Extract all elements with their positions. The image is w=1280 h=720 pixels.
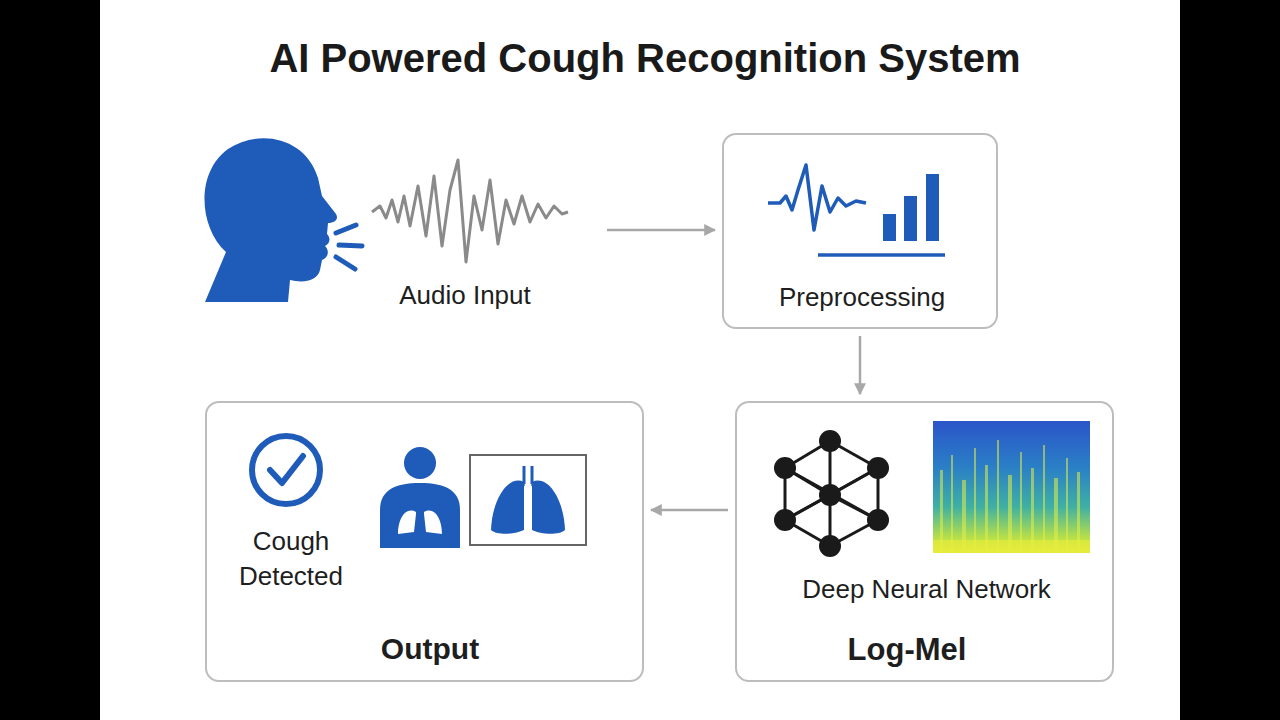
flow-arrow — [607, 229, 715, 232]
lungs-icon — [514, 484, 524, 496]
spectrogram-image — [1043, 445, 1045, 553]
lungs-icon — [532, 484, 542, 496]
head-icon — [205, 138, 338, 302]
lungs-icon — [470, 455, 586, 545]
neural-network-icon — [829, 495, 832, 546]
spectrogram-image — [933, 421, 1090, 553]
lungs-icon — [531, 466, 534, 484]
audio-waveform — [372, 160, 568, 262]
person-icon — [380, 447, 460, 548]
neural-network-icon — [785, 468, 830, 495]
spectrogram-image — [940, 470, 943, 553]
spectrogram-image — [1008, 475, 1012, 553]
neural-network-icon — [785, 468, 878, 520]
spectrogram-image — [951, 455, 953, 553]
neural-network-icon — [785, 441, 830, 468]
audio-waveform — [372, 160, 568, 262]
neural-network-icon — [774, 509, 796, 531]
neural-network-icon — [785, 495, 830, 520]
neural-network-icon — [819, 484, 841, 506]
lungs-icon — [523, 466, 526, 484]
spectrogram-image — [962, 480, 966, 553]
signal-icon — [926, 174, 939, 241]
check-icon — [252, 436, 320, 504]
result-label: Cough Detected — [221, 524, 361, 594]
signal-icon — [904, 196, 917, 241]
spectrogram-image — [933, 540, 1090, 553]
neural-network-icon — [785, 520, 830, 546]
input-label: Audio Input — [365, 281, 565, 311]
spectrogram-image — [1054, 478, 1058, 553]
neural-network-icon — [830, 495, 878, 520]
lungs-icon — [532, 481, 565, 534]
diagram-title: AI Powered Cough Recognition System — [100, 36, 1190, 81]
signal-icon — [768, 165, 866, 230]
neural-network-icon — [867, 509, 889, 531]
neural-network-icon — [774, 430, 889, 557]
neural-network-icon — [774, 430, 889, 557]
sound-lines — [339, 245, 362, 246]
neural-network-icon — [774, 457, 796, 479]
check-icon — [252, 436, 320, 504]
lungs-icon — [514, 466, 542, 496]
neural-network-icon — [830, 468, 878, 495]
neural-network-icon — [867, 457, 889, 479]
sound-lines — [336, 257, 355, 269]
sound-lines — [336, 225, 362, 269]
spectrogram-image — [1066, 458, 1068, 553]
sound-lines — [336, 225, 356, 233]
neural-network-icon — [829, 441, 832, 495]
neural-network-icon — [819, 535, 841, 557]
spectrogram-image — [1020, 452, 1022, 553]
signal-icon — [883, 214, 896, 241]
check-icon — [270, 456, 303, 483]
person-icon — [424, 500, 442, 534]
model-box: Deep Neural NetworkLog-Mel — [735, 401, 1114, 682]
process-box: Preprocessing — [722, 133, 998, 329]
spectrogram-image — [985, 465, 988, 553]
person-icon — [380, 483, 460, 548]
neural-network-icon — [785, 468, 878, 520]
output-box: Cough DetectedOutput — [205, 401, 644, 682]
neural-network-icon — [830, 441, 878, 468]
neural-network-icon — [830, 520, 878, 546]
spectrogram-image — [974, 448, 976, 553]
flow-arrow — [651, 509, 728, 512]
neural-network-icon — [819, 430, 841, 452]
process-label: Preprocessing — [724, 283, 1000, 313]
spectrogram-image — [940, 440, 1080, 553]
input-group: Audio Input — [190, 135, 600, 325]
spectrogram-image — [997, 440, 999, 553]
head-icon — [205, 138, 338, 302]
lungs-icon — [470, 455, 586, 545]
signal-icon — [818, 253, 945, 257]
neural-network-icon — [877, 468, 880, 520]
person-icon — [398, 500, 416, 534]
model-label: Deep Neural Network — [737, 575, 1116, 605]
neural-network-icon — [784, 468, 787, 520]
box-heading: Log-Mel — [807, 632, 1007, 668]
signal-icon — [768, 165, 945, 255]
page-background — [100, 0, 1180, 720]
flow-arrow — [859, 336, 862, 394]
spectrogram-image — [1077, 472, 1080, 553]
person-icon — [404, 447, 436, 479]
spectrogram-image — [933, 421, 1090, 553]
lungs-icon — [491, 481, 524, 534]
box-heading: Output — [330, 632, 530, 667]
spectrogram-image — [1031, 468, 1034, 553]
